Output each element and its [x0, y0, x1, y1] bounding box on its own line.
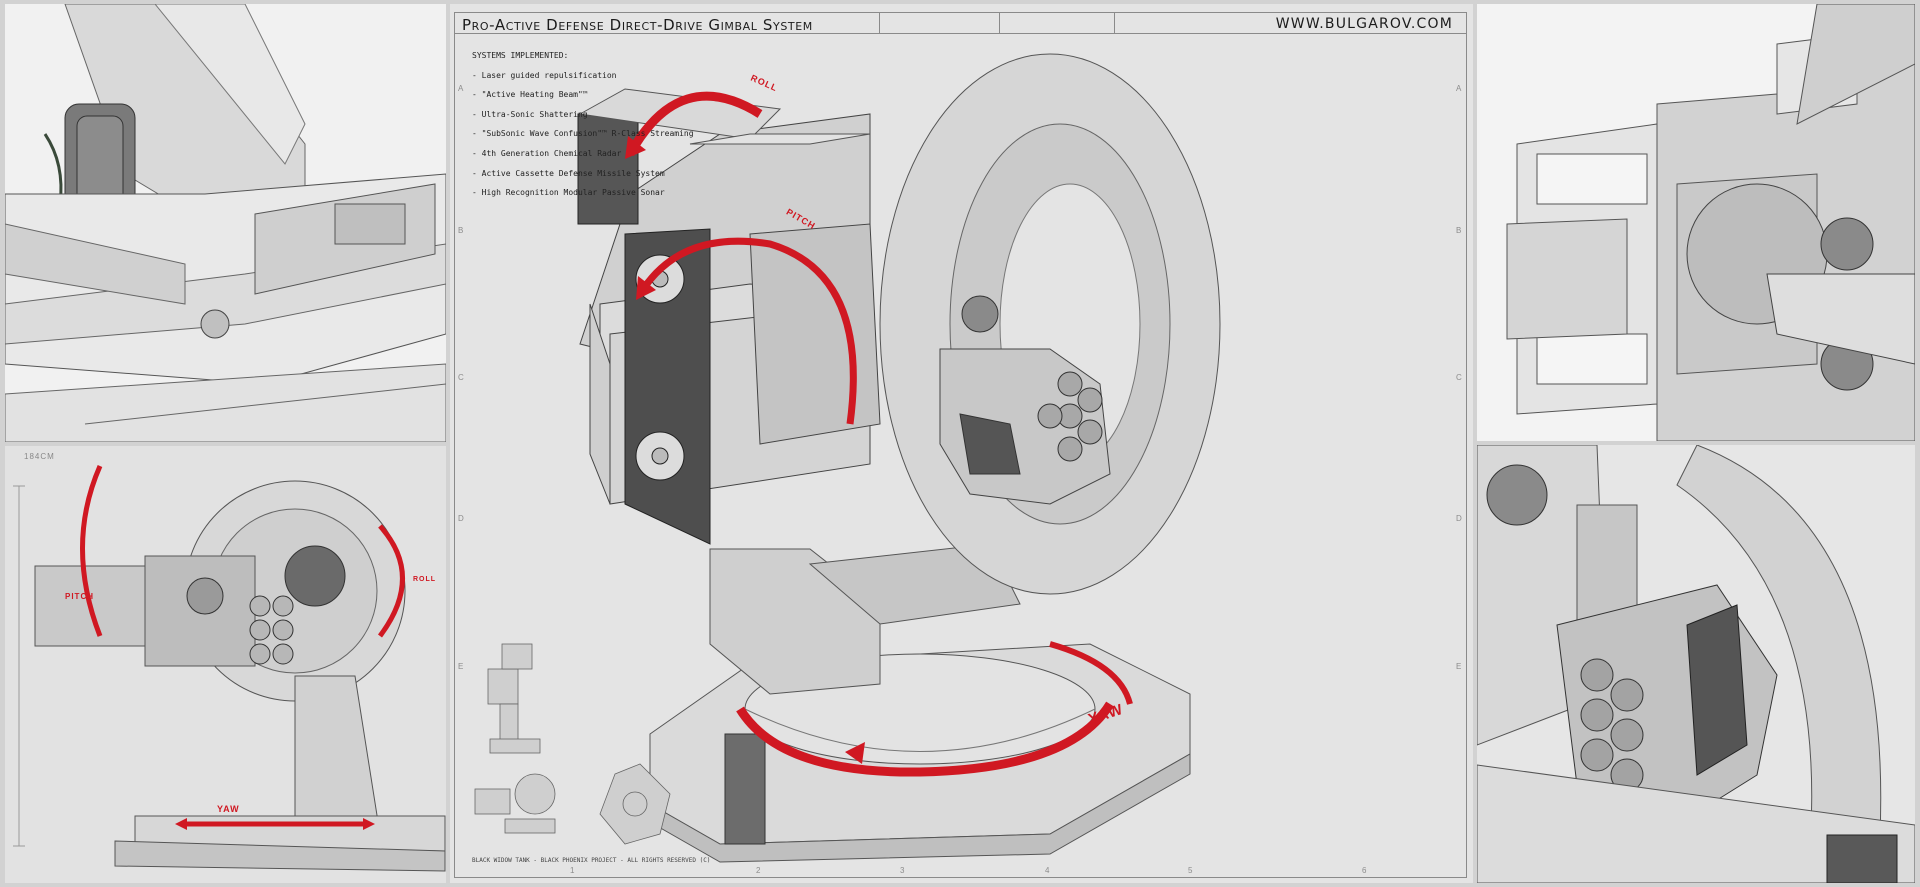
- sheet-frame: [454, 12, 1467, 878]
- zone-col-number: 5: [1188, 866, 1193, 875]
- sheet-url: WWW.BULGAROV.COM: [1275, 16, 1453, 32]
- zone-row-letter: D: [458, 514, 464, 523]
- list-item: - 4th Generation Chemical Radar: [472, 148, 622, 158]
- title-block: Pro-Active Defense Direct-Drive Gimbal S…: [454, 12, 1467, 34]
- list-item: - Ultra-Sonic Shattering: [472, 109, 588, 119]
- blueprint-sheet: Pro-Active Defense Direct-Drive Gimbal S…: [450, 4, 1473, 883]
- zone-col-number: 4: [1045, 866, 1050, 875]
- list-item: - "SubSonic Wave Confusion"™ R-Class Str…: [472, 129, 694, 139]
- height-dimension-label: 184CM: [24, 452, 55, 461]
- title-block-divider: [879, 12, 880, 33]
- sheet-title: Pro-Active Defense Direct-Drive Gimbal S…: [462, 16, 813, 34]
- detail-render-top-right: [1477, 4, 1915, 441]
- zone-row-letter: B: [1456, 226, 1462, 235]
- gimbal-side-view-illustration: [13, 464, 446, 872]
- zone-col-number: 1: [570, 866, 575, 875]
- detail-render-top-left: [5, 4, 446, 442]
- yaw-label-side: YAW: [217, 804, 240, 814]
- list-item: - Active Cassette Defense Missile System: [472, 168, 665, 178]
- launcher-detail-illustration: [1477, 445, 1915, 883]
- sheet-footer: BLACK WIDOW TANK - BLACK PHOENIX PROJECT…: [472, 857, 711, 864]
- zone-row-letter: B: [458, 226, 464, 235]
- zone-col-number: 2: [756, 866, 761, 875]
- zone-row-letter: E: [458, 662, 464, 671]
- title-block-divider: [1114, 12, 1115, 33]
- arm-detail-illustration: [1506, 4, 1915, 441]
- zone-row-letter: A: [1456, 84, 1462, 93]
- turret-detail-illustration: [5, 4, 446, 442]
- systems-heading: SYSTEMS IMPLEMENTED:: [472, 51, 569, 60]
- zone-row-letter: D: [1456, 514, 1462, 523]
- zone-col-number: 6: [1362, 866, 1367, 875]
- zone-row-letter: E: [1456, 662, 1462, 671]
- systems-list: SYSTEMS IMPLEMENTED: - Laser guided repu…: [472, 46, 694, 203]
- gimbal-main-illustration: [474, 53, 1221, 863]
- list-item: - Laser guided repulsification: [472, 70, 617, 80]
- pitch-label-side: PITCH: [65, 592, 94, 601]
- zone-row-letter: A: [458, 84, 464, 93]
- roll-label-side: ROLL: [413, 576, 437, 583]
- list-item: - High Recognition Modular Passive Sonar: [472, 188, 665, 198]
- zone-col-number: 3: [900, 866, 905, 875]
- zone-row-letter: C: [458, 373, 464, 382]
- list-item: - "Active Heating Beam"™: [472, 90, 588, 100]
- title-block-divider: [999, 12, 1000, 33]
- side-view-render: 184CM PITCH ROLL YAW: [5, 446, 446, 883]
- detail-render-bottom-right: [1477, 445, 1915, 883]
- zone-row-letter: C: [1456, 373, 1462, 382]
